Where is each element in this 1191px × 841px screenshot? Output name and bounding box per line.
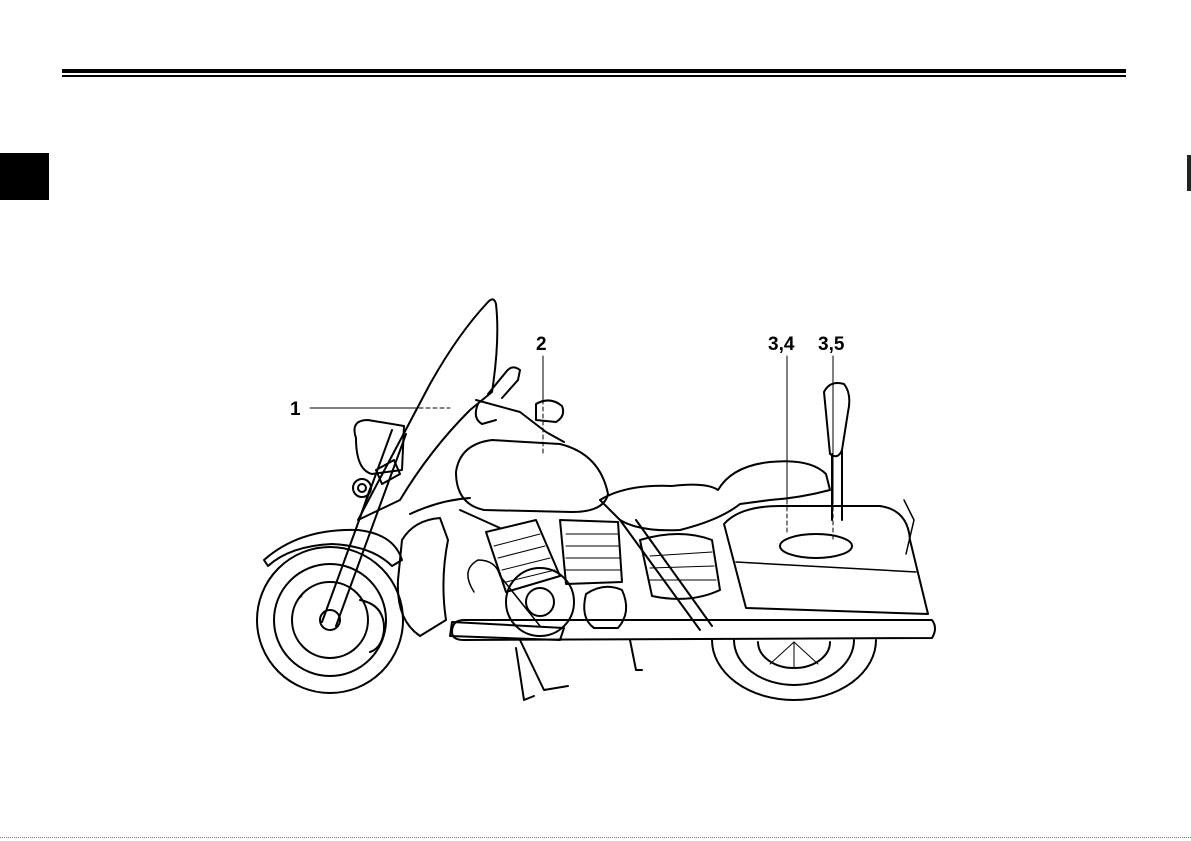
exhaust-pipe (452, 620, 935, 640)
callout-3-5: 3,5 (818, 334, 845, 355)
saddlebag (724, 500, 928, 614)
frame (410, 498, 712, 630)
seat (600, 461, 830, 530)
lower-fairing (398, 518, 448, 636)
backrest (824, 383, 849, 520)
floorboard (450, 622, 642, 700)
front-forks (322, 430, 406, 626)
callout-2: 2 (536, 334, 547, 355)
rear-wheel (712, 640, 876, 700)
engine (486, 520, 720, 636)
callout-3-4: 3,4 (768, 334, 795, 355)
front-wheel (257, 547, 403, 693)
callout-1: 1 (290, 399, 301, 420)
fuel-tank (456, 440, 608, 512)
handlebar (476, 367, 564, 442)
